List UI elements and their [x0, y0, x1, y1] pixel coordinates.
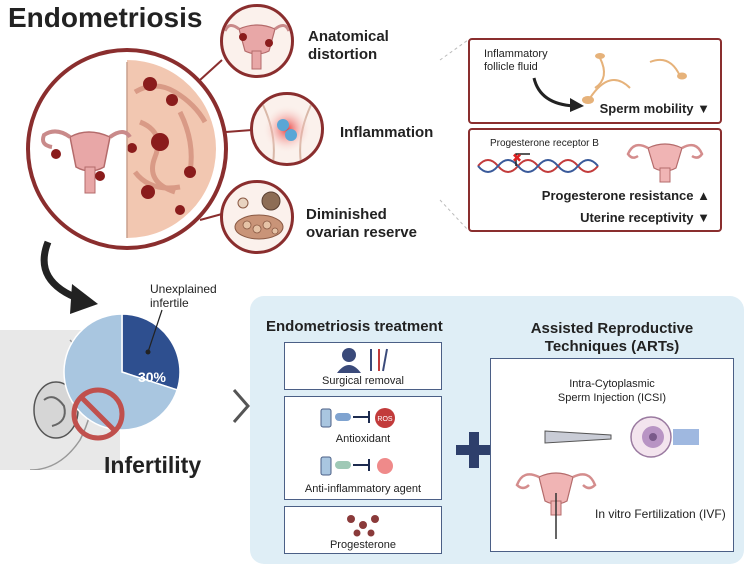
inflammation-circle [250, 92, 324, 166]
hormone-icon [347, 515, 379, 537]
medication-box: ROS Antioxidant Anti-inflammatory agent [284, 396, 442, 500]
antioxidant-label: Antioxidant [335, 433, 391, 445]
uterus-icon [223, 24, 291, 70]
endometriosis-circle [26, 48, 228, 250]
progesterone-label: Progesterone [329, 539, 397, 551]
uterus-icon [626, 143, 704, 183]
anti-inflammatory-label: Anti-inflammatory agent [304, 483, 422, 495]
sperm-icon [582, 53, 687, 104]
progesterone-box-treatment: Progesterone [284, 506, 442, 554]
ros-label: ROS [377, 416, 393, 423]
prohibited-icon [71, 387, 125, 441]
svg-text:✖: ✖ [512, 151, 522, 165]
progesterone-receptor-label: Progesterone receptor B [490, 138, 599, 149]
inflammation-label: Inflammation [340, 124, 434, 141]
arrow-icon [40, 240, 98, 314]
diminished-reserve-circle [220, 180, 294, 254]
progesterone-resistance-result: Progesterone resistance ▲ [541, 188, 710, 203]
treatment-heading: Endometriosis treatment [266, 318, 443, 335]
pill-icon: ROS [320, 408, 395, 428]
pie-value-label: 30% [138, 369, 167, 385]
progesterone-box: Progesterone receptor B ✖ Progesterone r… [468, 128, 722, 232]
sperm-mobility-result: Sperm mobility ▼ [599, 101, 710, 116]
uterine-receptivity-result: Uterine receptivity ▼ [580, 210, 710, 225]
uterus-icon [515, 472, 597, 539]
anatomical-distortion-circle [220, 4, 294, 78]
ivf-label: In vitro Fertilization (IVF) [595, 507, 726, 521]
intestine-icon [41, 60, 216, 238]
surgical-removal-label: Surgical removal [322, 375, 404, 387]
page-title: Endometriosis [8, 2, 203, 33]
connector-lines [199, 39, 469, 231]
inflammation-icon [262, 104, 312, 163]
arrow-icon [532, 77, 584, 112]
pill-icon [320, 456, 393, 476]
chevron-right-icon [232, 389, 250, 423]
callout-pointer [145, 309, 163, 355]
ovary-icon [234, 191, 284, 240]
surgeon-icon [337, 348, 388, 373]
uterus-icon [41, 129, 132, 194]
surgical-removal-box: Surgical removal [284, 342, 442, 390]
pipette-icon [544, 416, 699, 458]
infertility-label: Infertility [104, 452, 202, 478]
plus-icon [456, 432, 492, 468]
pie-slice-unexplained [121, 313, 181, 391]
dna-icon: ✖ [477, 151, 599, 173]
